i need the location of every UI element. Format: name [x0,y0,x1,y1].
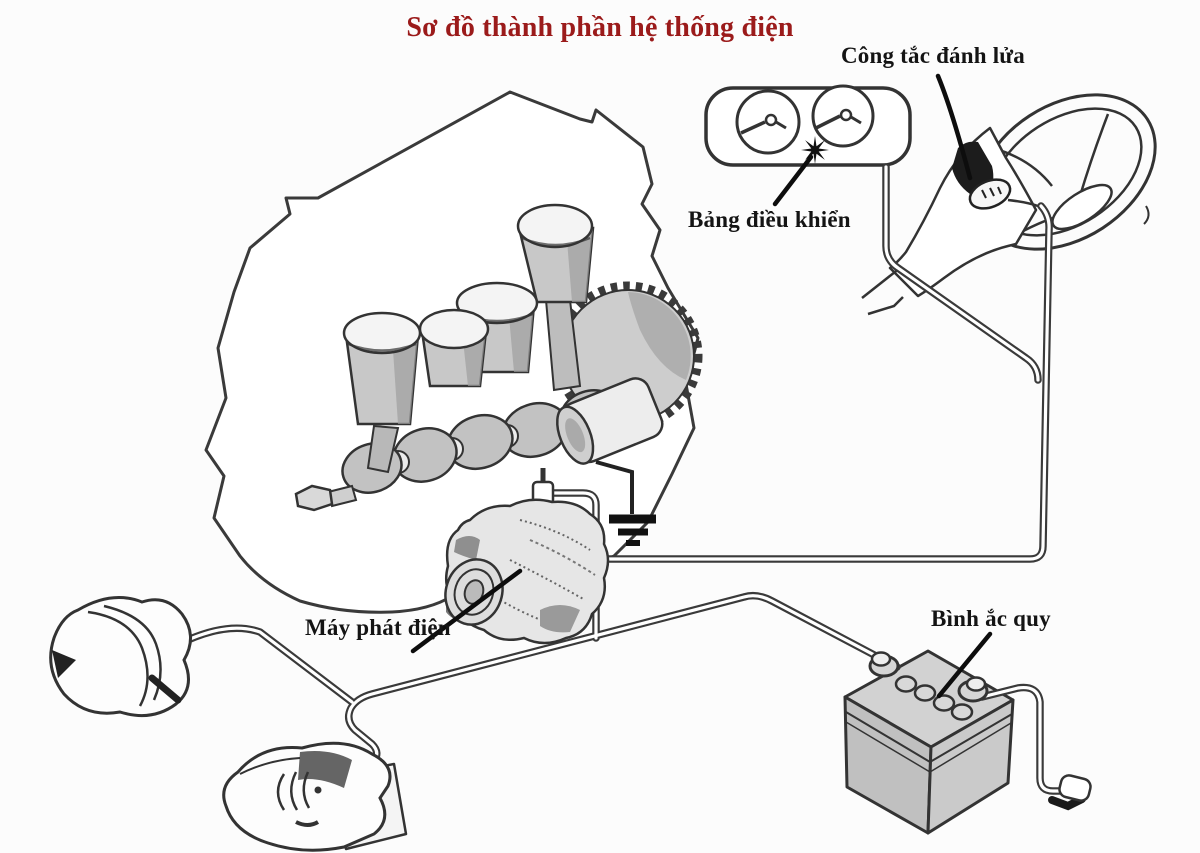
instrument-panel [704,84,912,167]
headlamp-upper-left [49,596,192,718]
label-ignition-switch: Công tắc đánh lửa [841,43,1025,68]
piston-4 [516,203,595,392]
arrow-generator [410,568,523,654]
label-battery: Bình ắc quy [931,606,1051,631]
piston-1 [342,311,422,474]
battery-cell-caps [894,675,974,721]
pointer-arrows [410,73,993,699]
battery [843,649,1015,835]
label-generator: Máy phát điện [305,615,451,640]
diagram-title: Sơ đồ thành phần hệ thống điện [406,12,794,43]
headlamp-lower [222,741,408,852]
piston-2 [418,308,490,388]
arrow-ignition-switch [935,73,973,181]
gauge-right [811,84,875,148]
ground-symbol [595,460,656,546]
steering-column [861,126,1038,316]
gauge-left [735,89,801,155]
ignition-key [968,178,1039,210]
alternator-pulley [444,558,504,626]
warning-indicator-starburst [801,136,829,164]
arrow-battery [936,631,993,699]
battery-terminals [868,651,989,703]
alternator [444,468,610,645]
ground-lug [1048,774,1092,811]
arrow-control-panel [772,154,814,207]
label-control-panel: Bảng điều khiển [688,207,851,232]
oil-filter [556,377,664,465]
